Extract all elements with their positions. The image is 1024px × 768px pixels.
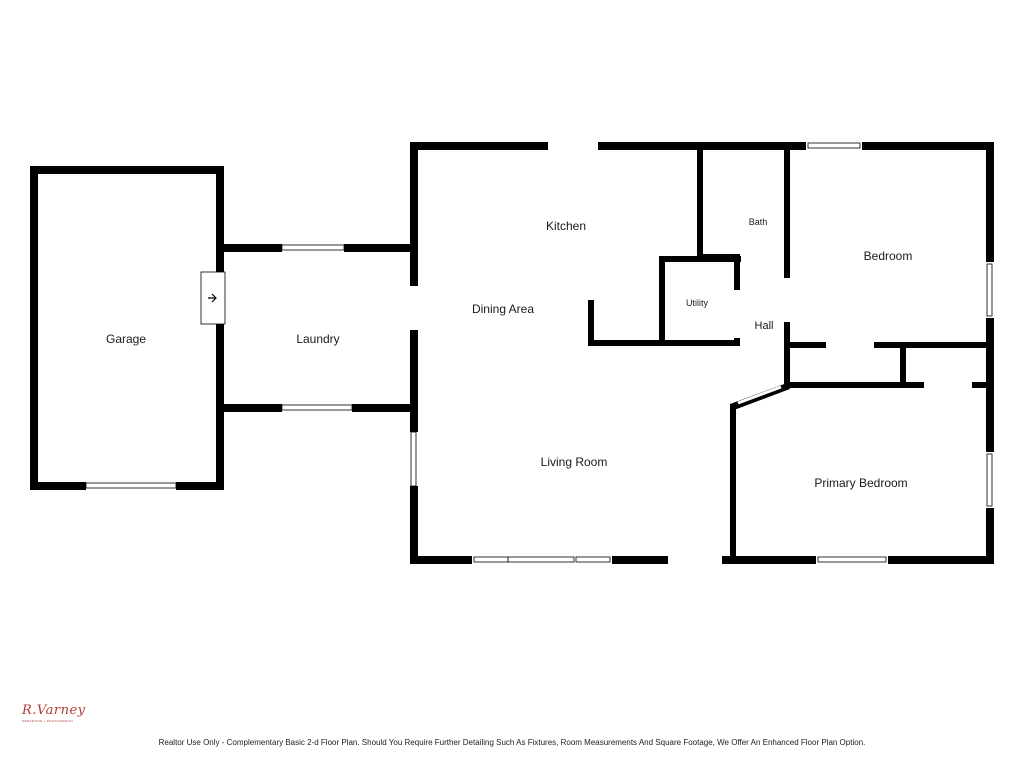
footer-disclaimer: Realtor Use Only - Complementary Basic 2… <box>158 738 866 747</box>
primary-bedroom-label: Primary Bedroom <box>814 476 907 490</box>
company-logo: R.Varney MARKETING + PHOTOGRAPHY <box>22 704 92 728</box>
utility-label: Utility <box>686 298 708 308</box>
dining-area-label: Dining Area <box>472 302 534 316</box>
laundry-walls <box>224 243 416 413</box>
bedroom-label: Bedroom <box>864 249 913 263</box>
garage-walls <box>30 166 226 491</box>
bath-label: Bath <box>749 217 768 227</box>
logo-subtext: MARKETING + PHOTOGRAPHY <box>22 719 74 723</box>
garage-label: Garage <box>106 332 146 346</box>
kitchen-label: Kitchen <box>546 219 586 233</box>
logo-text: R.Varney <box>22 703 86 718</box>
laundry-label: Laundry <box>296 332 339 346</box>
main-house-walls <box>409 141 995 565</box>
hall-label: Hall <box>755 320 774 332</box>
arrow-icon <box>208 293 217 303</box>
living-room-label: Living Room <box>541 455 608 469</box>
